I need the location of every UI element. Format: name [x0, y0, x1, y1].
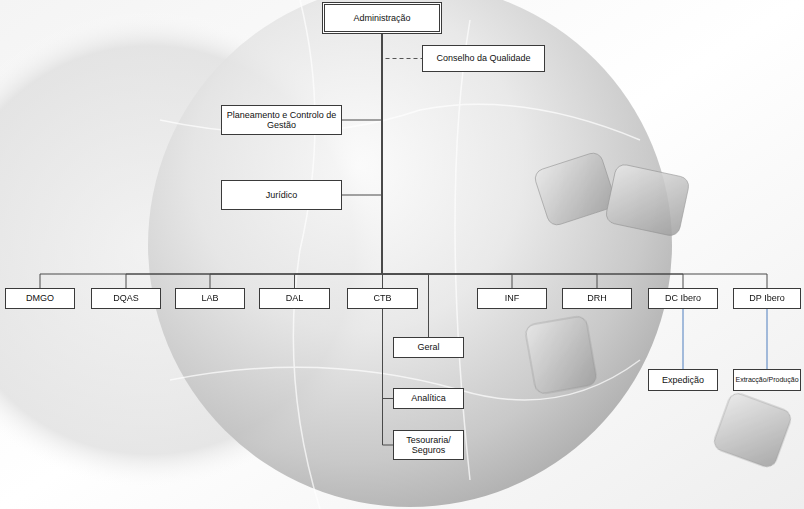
- box-label: LAB: [201, 293, 218, 303]
- org-box: Geral: [393, 337, 464, 358]
- connector: [295, 34, 383, 288]
- org-box: Extracção/Produção: [733, 369, 801, 391]
- box-label: DQAS: [113, 293, 139, 303]
- puzzle-globe: [148, 0, 672, 507]
- box-label: Planeamento e Controlo de Gestão: [225, 110, 338, 131]
- box-label: INF: [505, 293, 520, 303]
- connector: [210, 34, 382, 288]
- box-label: Jurídico: [266, 190, 298, 200]
- box-label: DMGO: [26, 293, 54, 303]
- org-box: Jurídico: [221, 180, 342, 210]
- puzzle-seams: [160, 0, 640, 509]
- org-box: Analítica: [393, 388, 464, 409]
- box-label: Administração: [353, 13, 410, 23]
- org-box: CTB: [347, 288, 418, 309]
- connector: [342, 34, 382, 120]
- box-label: DRH: [587, 293, 607, 303]
- connector: [382, 34, 512, 288]
- org-box: INF: [477, 288, 547, 309]
- connector: [382, 34, 767, 288]
- connector: [126, 34, 382, 288]
- org-box: DRH: [562, 288, 632, 309]
- box-label: DAL: [286, 293, 304, 303]
- connector: [40, 34, 382, 288]
- connector: [382, 34, 597, 288]
- box-label: Conselho da Qualidade: [436, 53, 530, 63]
- org-box: DP Ibero: [733, 288, 801, 309]
- org-box: Conselho da Qualidade: [422, 45, 545, 72]
- puzzle-pieces: [524, 151, 793, 470]
- box-label: DP Ibero: [749, 293, 784, 303]
- box-label: CTB: [374, 293, 392, 303]
- connector: [767, 309, 768, 369]
- org-box: DQAS: [91, 288, 161, 309]
- connector: [383, 309, 394, 445]
- org-box: DMGO: [5, 288, 75, 309]
- box-label: Expedição: [662, 375, 704, 385]
- connector: [383, 309, 394, 399]
- connector: [382, 34, 683, 288]
- org-box: DC Ibero: [648, 288, 718, 309]
- org-box: Planeamento e Controlo de Gestão: [221, 105, 342, 135]
- box-label: Extracção/Produção: [735, 376, 798, 384]
- connector: [382, 34, 422, 59]
- box-label: DC Ibero: [665, 293, 701, 303]
- connector: [342, 34, 382, 195]
- box-label: Geral: [417, 342, 439, 352]
- root-box: Administração: [322, 2, 442, 34]
- org-box: Expedição: [648, 369, 718, 391]
- org-box: Tesouraria/ Seguros: [393, 430, 464, 460]
- org-box: DAL: [259, 288, 330, 309]
- box-label: Tesouraria/ Seguros: [397, 435, 460, 456]
- box-label: Analítica: [411, 393, 446, 403]
- org-box: LAB: [175, 288, 245, 309]
